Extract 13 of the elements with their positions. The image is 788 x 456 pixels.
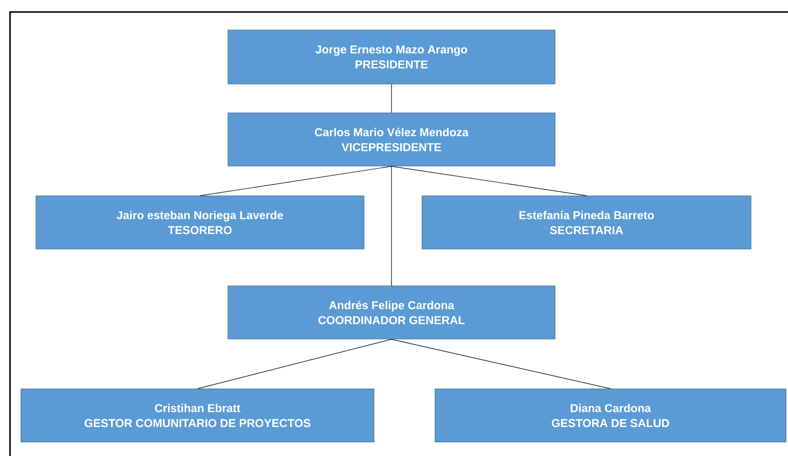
connector-line (391, 84, 392, 113)
connector-line (200, 166, 392, 196)
person-box: Diana Cardona GESTORA DE SALUD (434, 388, 786, 442)
person-box: Carlos Mario Vélez Mendoza VICEPRESIDENTE (228, 112, 556, 166)
person-box: Andrés Felipe Cardona COORDINADOR GENERAL (228, 286, 556, 340)
person-box: Jairo esteban Noriega Laverde TESORERO (36, 196, 364, 250)
connector-line (391, 166, 392, 286)
person-box: Cristihan Ebratt GESTOR COMUNITARIO DE PROYECTOS (20, 388, 374, 442)
connector-line (197, 338, 392, 389)
connector-line (391, 166, 587, 196)
person-box: Jorge Ernesto Mazo Arango PRESIDENTE (228, 30, 556, 84)
person-box: Estefanía Pineda Barreto SECRETARIA (422, 196, 752, 250)
connector-line (391, 338, 611, 389)
